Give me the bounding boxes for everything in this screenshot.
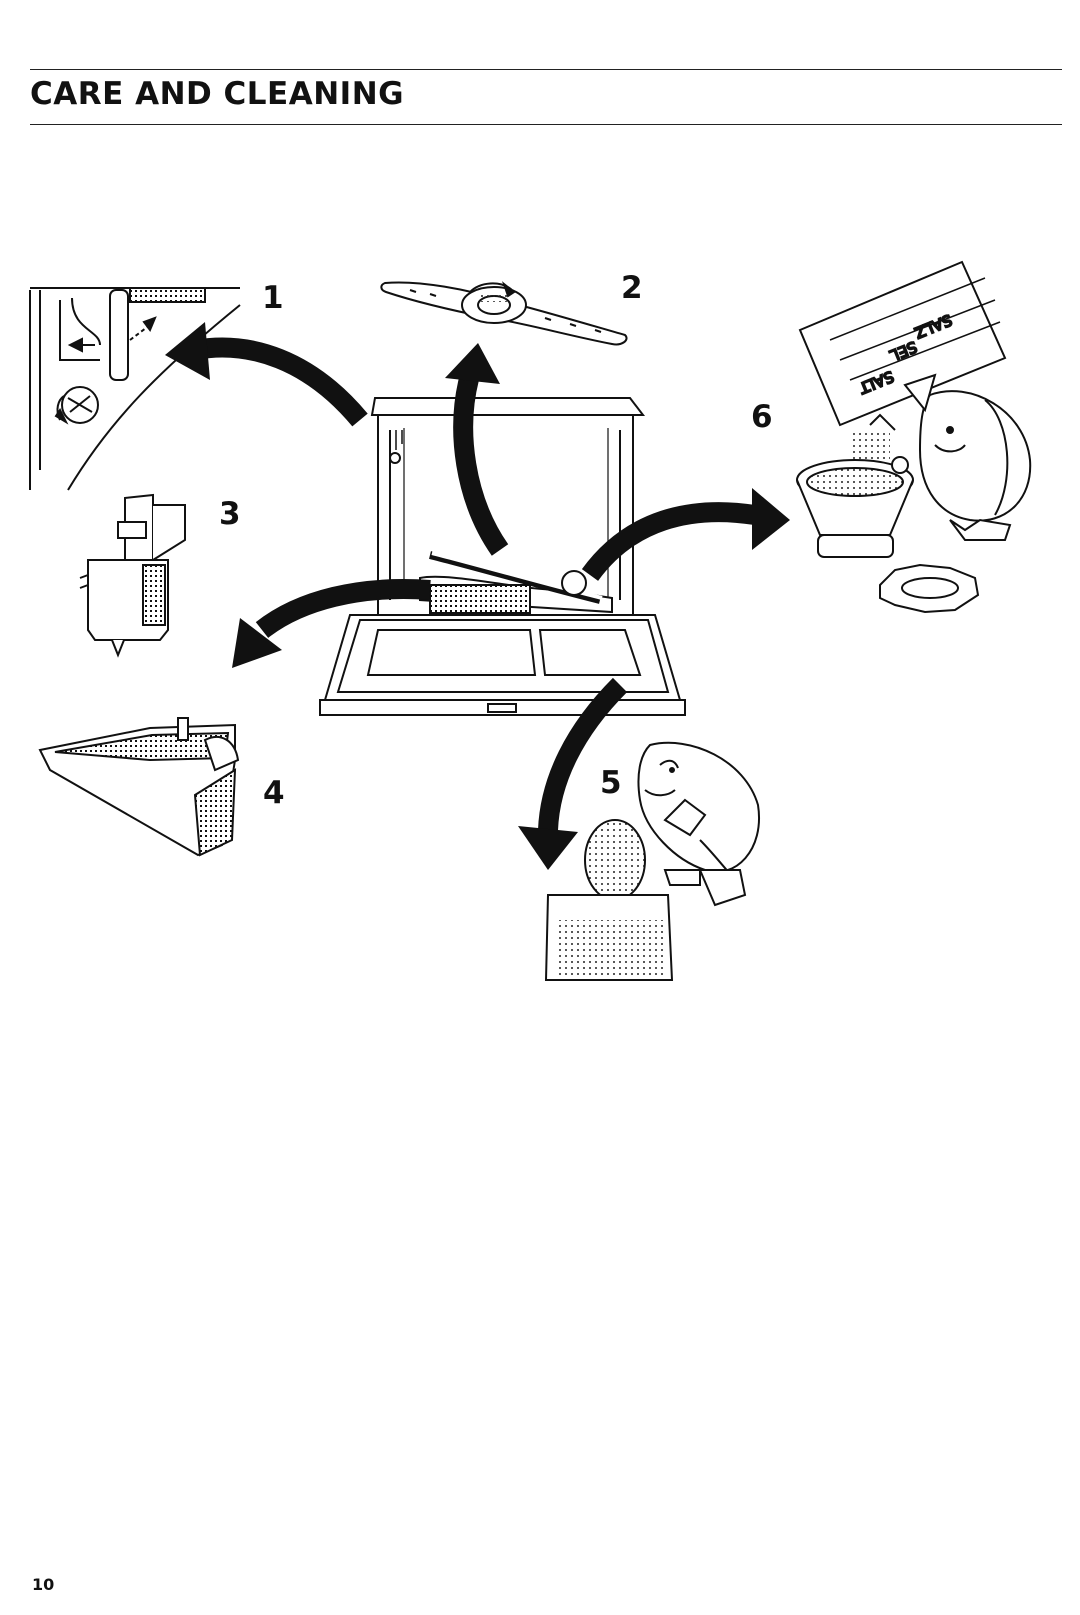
header-rule-top: [30, 69, 1062, 70]
step-number-6: 6: [751, 399, 773, 435]
page-number: 10: [32, 1575, 55, 1594]
step-number-4: 4: [263, 775, 285, 811]
header-rule-bottom: [30, 124, 1062, 125]
spray-arm-drawing: [380, 281, 628, 346]
page-title: CARE AND CLEANING: [30, 76, 405, 112]
arrow-to-step-6: [581, 488, 790, 582]
arrow-to-step-1: [165, 322, 368, 427]
arrow-to-step-2: [445, 343, 509, 556]
arrow-to-step-5: [518, 677, 628, 870]
filter-tray-drawing: [38, 717, 240, 857]
salt-refill-drawing: SALZ SEL SALT: [796, 260, 1032, 614]
filter-insert-drawing: [79, 493, 186, 658]
filter-detail-drawing: [29, 287, 241, 491]
step-number-2: 2: [621, 270, 643, 306]
character-cleaning-drawing: [544, 741, 761, 981]
step-number-3: 3: [219, 496, 241, 532]
arrow-to-step-3-4: [232, 579, 431, 668]
dishwasher-drawing: [319, 397, 686, 716]
step-number-5: 5: [600, 765, 622, 801]
step-number-1: 1: [262, 280, 284, 316]
